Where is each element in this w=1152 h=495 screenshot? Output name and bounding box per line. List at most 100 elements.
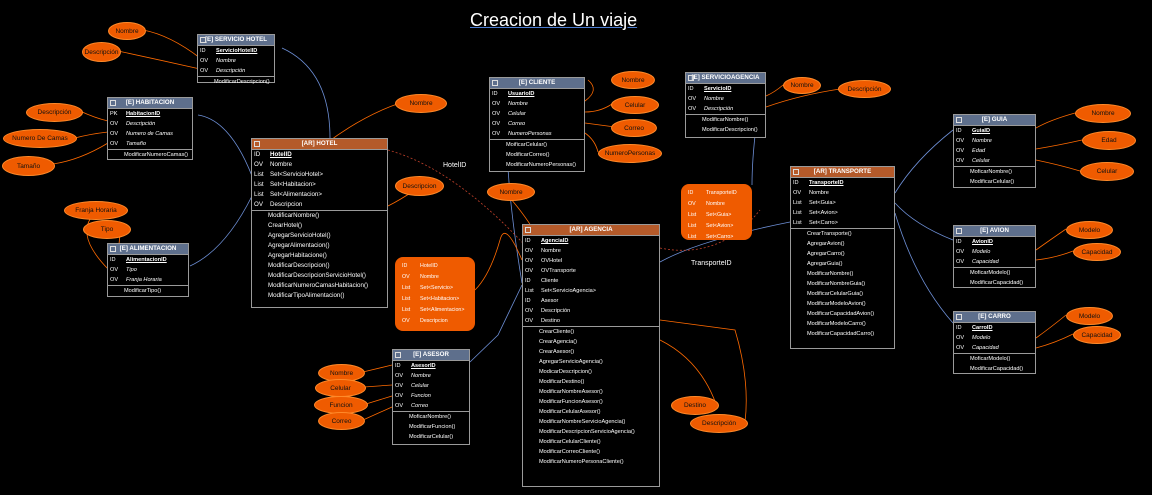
- bubble-servicio-hotel-descripcion: Descripción: [82, 42, 121, 62]
- attribute-kind: ID: [110, 257, 116, 263]
- note-value: Set<Carro>: [706, 234, 734, 240]
- attribute-name: Tipo: [126, 267, 137, 273]
- bubble-cliente-numero-personas: NumeroPersonas: [598, 144, 662, 163]
- attribute-name: Descripción: [216, 68, 246, 74]
- note-value: Set<Servicio>: [420, 285, 453, 291]
- note-kind: List: [688, 212, 697, 218]
- attribute-kind: OV: [956, 259, 965, 265]
- attribute-name: Set<Carro>: [809, 220, 838, 226]
- entity-header: [E] SERVICIOAGENCIA: [686, 73, 765, 84]
- attribute-name: CarroID: [972, 325, 993, 331]
- attribute-kind: List: [793, 220, 802, 226]
- attribute-kind: OV: [956, 249, 965, 255]
- attribute-kind: List: [793, 200, 802, 206]
- method-row: CrearAsesor(): [539, 349, 575, 355]
- attribute-kind: OV: [525, 258, 534, 264]
- attribute-name: Set<Guia>: [809, 200, 836, 206]
- attribute-row: OV Correo: [490, 119, 584, 129]
- method-row: AgregarAlimentacion(): [268, 242, 330, 249]
- attribute-kind: ID: [793, 180, 799, 186]
- attribute-kind: OV: [492, 121, 501, 127]
- attribute-name: Numero de Camas: [126, 131, 173, 137]
- method-row: ModificarFuncionAsesor(): [539, 399, 603, 405]
- method-row: ModificarCelularCliente(): [539, 439, 601, 445]
- note-kind: List: [688, 223, 697, 229]
- attribute-name: Correo: [508, 121, 526, 127]
- attribute-name: NumeroPersonas: [508, 131, 552, 137]
- method-row: AgregarGuia(): [807, 261, 843, 267]
- note-kind: OV: [402, 318, 410, 324]
- attribute-name: AgenciaID: [541, 238, 569, 244]
- bubble-alimentacion-franja-horaria: Franja Horaria: [64, 201, 128, 220]
- attribute-name: Nombre: [270, 161, 293, 168]
- note-kind: ID: [688, 190, 694, 196]
- attribute-kind: ID: [395, 363, 401, 369]
- bubble-habitacion-tamano: Tamaño: [2, 156, 55, 176]
- attribute-row: List Set<Guia>: [791, 198, 894, 208]
- attribute-kind: OV: [793, 190, 802, 196]
- attribute-row: List Set<Carro>: [791, 218, 894, 228]
- method-row: ModicarDescripcion(): [539, 369, 592, 375]
- attribute-kind: ID: [254, 151, 261, 158]
- method-row: ModificarTipoAlimentacion(): [268, 292, 345, 299]
- method-row: ModificarDescripcionServicioAgencia(): [539, 429, 635, 435]
- attribute-kind: OV: [956, 158, 965, 164]
- method-row: ModificarCelularGuia(): [807, 291, 863, 297]
- attribute-kind: PK: [110, 111, 118, 117]
- attribute-name: HabitacionID: [126, 111, 161, 117]
- method-row: ModificarNumeroCamasHabitacion(): [268, 282, 369, 289]
- bubble-cliente-correo: Correo: [611, 119, 657, 137]
- attribute-name: Franja Horaria: [126, 277, 162, 283]
- bubble-carro-capacidad: Capacidad: [1073, 326, 1121, 344]
- entity-header: [E] CLIENTE: [490, 78, 584, 89]
- hotel-id-label: HotelID: [443, 162, 467, 169]
- method-row: ModificarDescripcion(): [268, 262, 330, 269]
- method-row: AgregarCarro(): [807, 251, 845, 257]
- attribute-name: Set<Habitacion>: [270, 181, 316, 188]
- method-row: ModificarNombre(): [252, 210, 387, 221]
- bubble-habitacion-numero-camas: Numero De Camas: [3, 129, 77, 148]
- attribute-kind: OV: [492, 101, 501, 107]
- bubble-cliente-nombre: Nombre: [611, 71, 655, 89]
- method-row: ModificarCorreoCliente(): [539, 449, 600, 455]
- attribute-kind: ID: [688, 86, 694, 92]
- attribute-kind: ID: [956, 128, 962, 134]
- attribute-name: Descripción: [126, 121, 156, 127]
- method-row: ModificarNombreServicioAgencia(): [539, 419, 626, 425]
- note-kind: List: [402, 296, 411, 302]
- bubble-avion-modelo: Modelo: [1066, 221, 1113, 239]
- bubble-guia-celular: Celular: [1080, 162, 1134, 181]
- diagram-title: Creacion de Un viaje: [470, 10, 638, 30]
- attribute-name: Edad: [972, 148, 986, 154]
